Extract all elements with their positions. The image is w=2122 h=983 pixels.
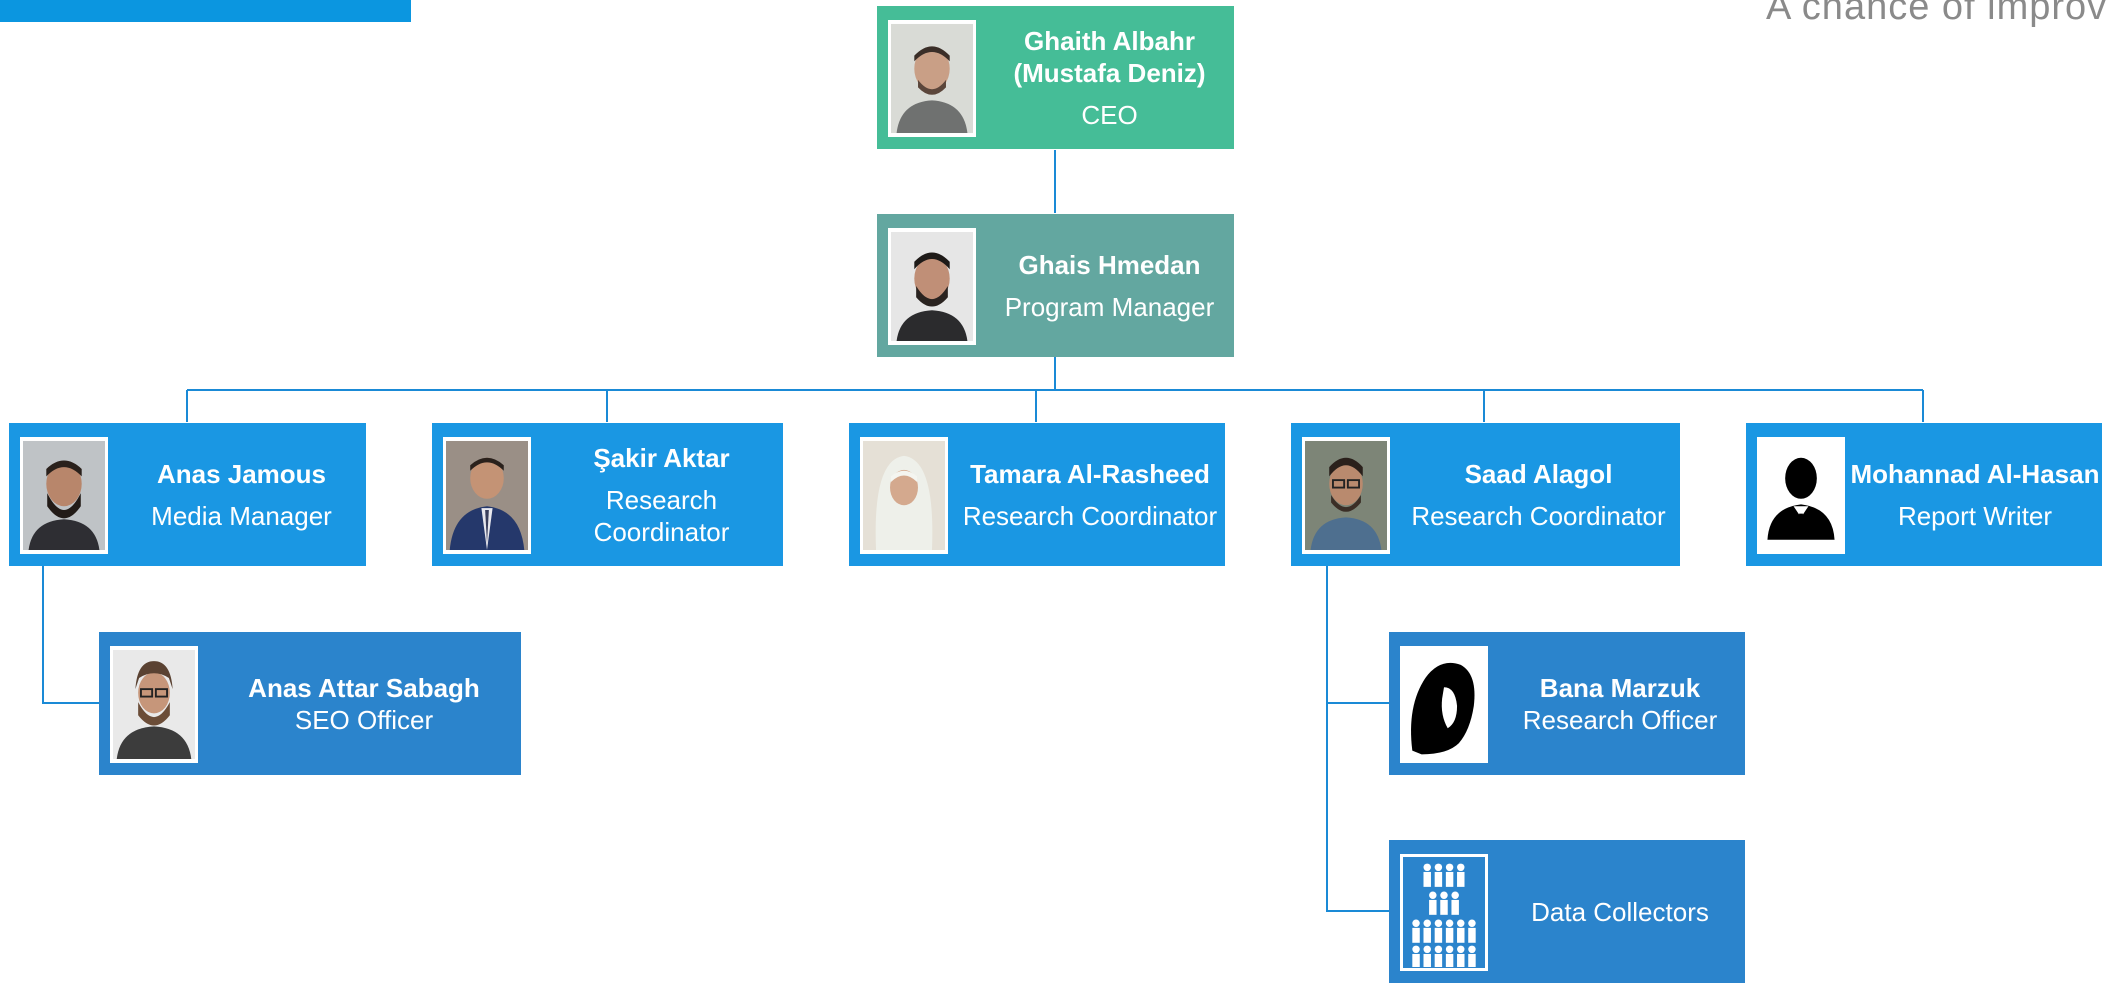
portrait-photo-icon: [446, 440, 528, 551]
hijab-silhouette-icon: [1403, 649, 1485, 760]
portrait-photo-icon: [891, 23, 973, 134]
manager-name: Ghais Hmedan: [1018, 249, 1201, 280]
portrait-photo-icon: [863, 440, 945, 551]
tagline: A chance of improv: [1766, 0, 2108, 28]
portrait-photo-icon: [891, 231, 973, 342]
node-sub-anas-attar-sabagh: Anas Attar Sabagh SEO Officer: [99, 632, 521, 775]
sub-name-bana-marzuk: Bana Marzuk: [1539, 672, 1701, 703]
portrait-photo-icon: [23, 440, 105, 551]
node-team-sakir-aktar: Şakir Aktar Research Coordinator: [432, 423, 783, 566]
node-team-tamara-al-rasheed: Tamara Al-Rasheed Research Coordinator: [849, 423, 1225, 566]
sub-photo-bana-marzuk: [1400, 646, 1488, 763]
sub-role-bana-marzuk: Research Officer: [1522, 704, 1718, 735]
connector-alagol-collectors: [1326, 703, 1389, 912]
node-sub-data-collectors: Data Collectors: [1389, 840, 1745, 983]
node-team-saad-alagol: Saad Alagol Research Coordinator: [1291, 423, 1680, 566]
ceo-photo: [888, 20, 976, 137]
node-ceo: Ghaith Albahr (Mustafa Deniz) CEO: [877, 6, 1234, 149]
sub-photo-anas-attar-sabagh: [110, 646, 198, 763]
team-name-tamara-al-rasheed: Tamara Al-Rasheed: [970, 458, 1210, 489]
team-role-saad-alagol: Research Coordinator: [1411, 500, 1666, 531]
connector-alagol-marzuk: [1326, 566, 1389, 704]
team-photo-anas-jamous: [20, 437, 108, 554]
ceo-name-line1: Ghaith Albahr: [1024, 25, 1195, 56]
node-sub-bana-marzuk: Bana Marzuk Research Officer: [1389, 632, 1745, 775]
team-name-saad-alagol: Saad Alagol: [1464, 458, 1613, 489]
sub-role-data-collectors: Data Collectors: [1531, 896, 1709, 927]
team-photo-mohannad-al-hasan: [1757, 437, 1845, 554]
team-name-anas-jamous: Anas Jamous: [156, 458, 327, 489]
team-name-mohannad-al-hasan: Mohannad Al-Hasan: [1850, 458, 2100, 489]
ceo-role: CEO: [1081, 99, 1138, 130]
manager-photo: [888, 228, 976, 345]
portrait-photo-icon: [1305, 440, 1387, 551]
sub-name-anas-attar-sabagh: Anas Attar Sabagh: [248, 672, 480, 703]
group-people-icon: [1403, 857, 1485, 968]
male-silhouette-icon: [1760, 440, 1842, 551]
node-team-anas-jamous: Anas Jamous Media Manager: [9, 423, 366, 566]
sub-role-anas-attar-sabagh: SEO Officer: [294, 704, 434, 735]
manager-role: Program Manager: [1004, 291, 1215, 322]
node-manager: Ghais Hmedan Program Manager: [877, 214, 1234, 357]
node-team-mohannad-al-hasan: Mohannad Al-Hasan Report Writer: [1746, 423, 2102, 566]
ceo-name-line2: (Mustafa Deniz): [1013, 57, 1206, 88]
team-photo-saad-alagol: [1302, 437, 1390, 554]
team-photo-tamara-al-rasheed: [860, 437, 948, 554]
team-role-tamara-al-rasheed: Research Coordinator: [962, 500, 1218, 531]
team-name-sakir-aktar: Şakir Aktar: [593, 442, 730, 473]
header-accent-bar: [0, 0, 411, 22]
connector-jamous-sabagh: [42, 566, 99, 704]
team-photo-sakir-aktar: [443, 437, 531, 554]
team-role-sakir-aktar-line1: Research: [605, 484, 718, 515]
team-role-anas-jamous: Media Manager: [151, 500, 332, 531]
team-role-mohannad-al-hasan: Report Writer: [1897, 500, 2053, 531]
team-role-sakir-aktar-line2: Coordinator: [593, 516, 730, 547]
sub-photo-data-collectors: [1400, 854, 1488, 971]
portrait-photo-icon: [113, 649, 195, 760]
